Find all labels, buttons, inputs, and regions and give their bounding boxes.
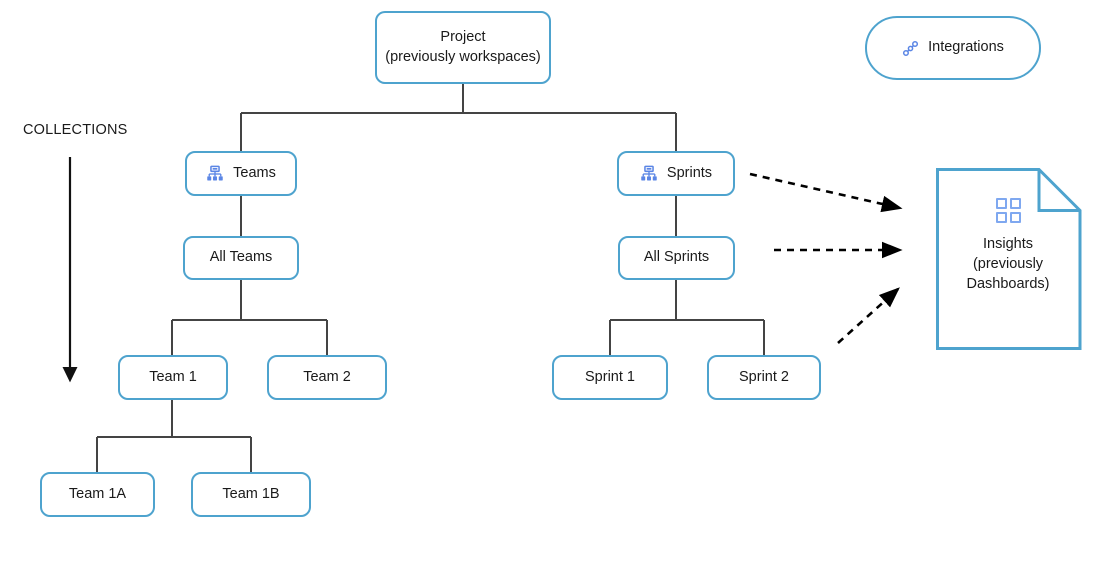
node-team-1-label: Team 1 <box>149 368 197 385</box>
dashboard-grid-icon <box>995 198 1021 223</box>
node-integrations[interactable]: Integrations <box>865 16 1041 80</box>
node-all-teams-label: All Teams <box>209 249 273 266</box>
node-project[interactable]: Project (previously workspaces) <box>375 11 551 84</box>
node-all-sprints-label: All Sprints <box>643 249 710 266</box>
node-team-2[interactable]: Team 2 <box>267 355 387 400</box>
node-team-1b[interactable]: Team 1B <box>191 472 311 517</box>
node-sprint-2-label: Sprint 2 <box>739 368 789 385</box>
node-team-1[interactable]: Team 1 <box>118 355 228 400</box>
node-sprints-label: Sprints <box>666 164 713 181</box>
node-project-label: Project (previously workspaces) <box>385 28 541 65</box>
node-all-sprints[interactable]: All Sprints <box>618 236 735 280</box>
node-sprint-2[interactable]: Sprint 2 <box>707 355 821 400</box>
node-all-teams[interactable]: All Teams <box>183 236 299 280</box>
sitemap-icon <box>206 165 224 183</box>
collections-label: COLLECTIONS <box>23 122 128 138</box>
node-insights[interactable]: Insights (previously Dashboards) <box>936 168 1082 350</box>
node-sprints[interactable]: Sprints <box>617 151 735 196</box>
node-team-2-label: Team 2 <box>303 368 351 385</box>
node-teams-label: Teams <box>233 164 276 181</box>
node-teams[interactable]: Teams <box>185 151 297 196</box>
node-team-1b-label: Team 1B <box>222 485 280 502</box>
node-sprint-1[interactable]: Sprint 1 <box>552 355 668 400</box>
node-team-1a-label: Team 1A <box>68 485 127 502</box>
node-integrations-label: Integrations <box>928 39 1004 56</box>
node-sprint-1-label: Sprint 1 <box>585 368 635 385</box>
integrations-plug-icon <box>902 40 919 57</box>
sitemap-icon <box>640 165 658 183</box>
node-team-1a[interactable]: Team 1A <box>40 472 155 517</box>
node-insights-label: Insights (previously Dashboards) <box>966 236 1050 292</box>
